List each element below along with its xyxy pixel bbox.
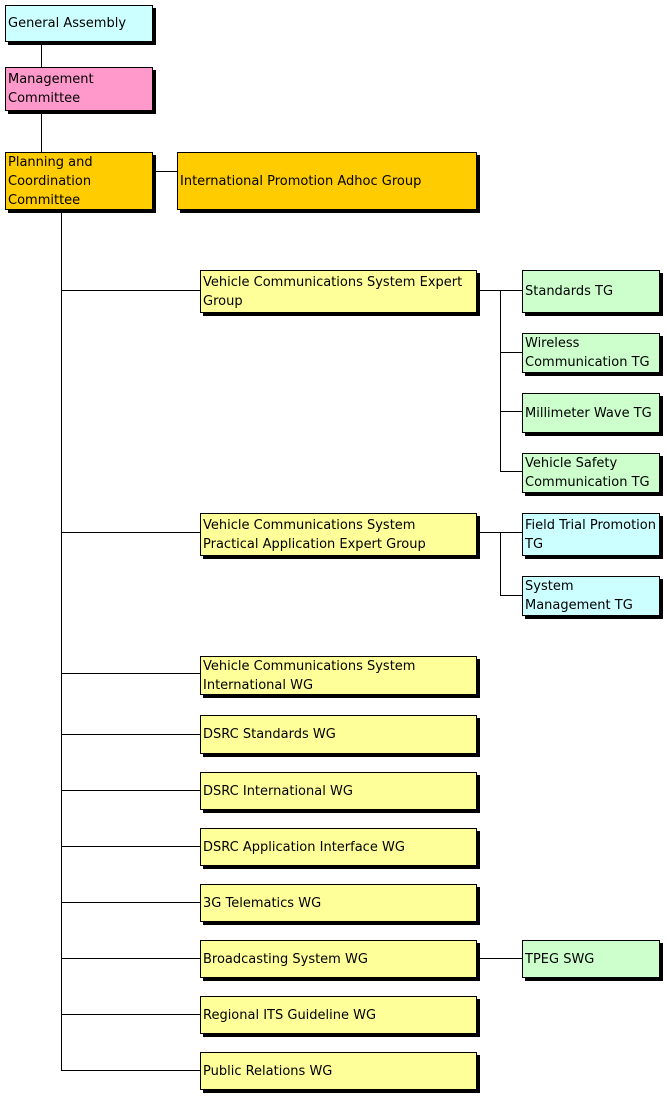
- node-broadcasting-wg: Broadcasting System WG: [200, 940, 477, 978]
- node-label: Management Committee: [8, 72, 94, 106]
- node-label: TPEG SWG: [525, 951, 595, 967]
- node-dsrc-standards-wg: DSRC Standards WG: [200, 715, 477, 754]
- node-dsrc-international-wg: DSRC International WG: [200, 772, 477, 810]
- node-telematics-wg: 3G Telematics WG: [200, 884, 477, 922]
- node-standards-tg: Standards TG: [522, 270, 660, 313]
- node-vehicle-safety-tg: Vehicle Safety Communication TG: [522, 453, 660, 493]
- node-vcs-expert-group: Vehicle Communications System Expert Gro…: [200, 270, 477, 313]
- node-label: General Assembly: [8, 16, 127, 31]
- node-label: Regional ITS Guideline WG: [203, 1007, 377, 1023]
- node-millimeter-wave-tg: Millimeter Wave TG: [522, 393, 660, 433]
- node-general-assembly: General Assembly: [5, 5, 153, 42]
- node-regional-its-wg: Regional ITS Guideline WG: [200, 996, 477, 1034]
- node-vcs-practical-expert-group: Vehicle Communications System Practical …: [200, 513, 477, 556]
- node-label: Wireless Communication TG: [525, 336, 650, 370]
- node-dsrc-api-wg: DSRC Application Interface WG: [200, 828, 477, 866]
- node-label: Broadcasting System WG: [203, 951, 368, 967]
- node-wireless-communication-tg: Wireless Communication TG: [522, 333, 660, 373]
- node-label: DSRC Application Interface WG: [203, 839, 405, 855]
- node-label: 3G Telematics WG: [203, 895, 322, 911]
- node-label: Vehicle Communications System Practical …: [203, 517, 426, 552]
- node-label: Planning and Coordination Committee: [8, 154, 93, 208]
- node-field-trial-promotion-tg: Field Trial Promotion TG: [522, 513, 660, 556]
- node-label: International Promotion Adhoc Group: [180, 173, 422, 189]
- node-label: DSRC International WG: [203, 783, 353, 799]
- node-label: Field Trial Promotion TG: [525, 517, 656, 552]
- node-international-promotion: International Promotion Adhoc Group: [177, 152, 477, 210]
- node-system-management-tg: System Management TG: [522, 576, 660, 616]
- node-label: Standards TG: [525, 284, 614, 299]
- node-public-relations-wg: Public Relations WG: [200, 1052, 477, 1090]
- node-management-committee: Management Committee: [5, 67, 153, 111]
- node-planning-committee: Planning and Coordination Committee: [5, 152, 153, 210]
- node-label: Vehicle Communications System Expert Gro…: [203, 274, 463, 309]
- node-label: Vehicle Safety Communication TG: [525, 456, 650, 490]
- node-tpeg-swg: TPEG SWG: [522, 940, 660, 978]
- node-label: Millimeter Wave TG: [525, 405, 652, 421]
- node-vcs-international-wg: Vehicle Communications System Internatio…: [200, 656, 477, 695]
- node-label: Vehicle Communications System Internatio…: [203, 658, 416, 693]
- node-label: Public Relations WG: [203, 1063, 333, 1079]
- node-label: DSRC Standards WG: [203, 727, 336, 742]
- node-label: System Management TG: [525, 579, 633, 613]
